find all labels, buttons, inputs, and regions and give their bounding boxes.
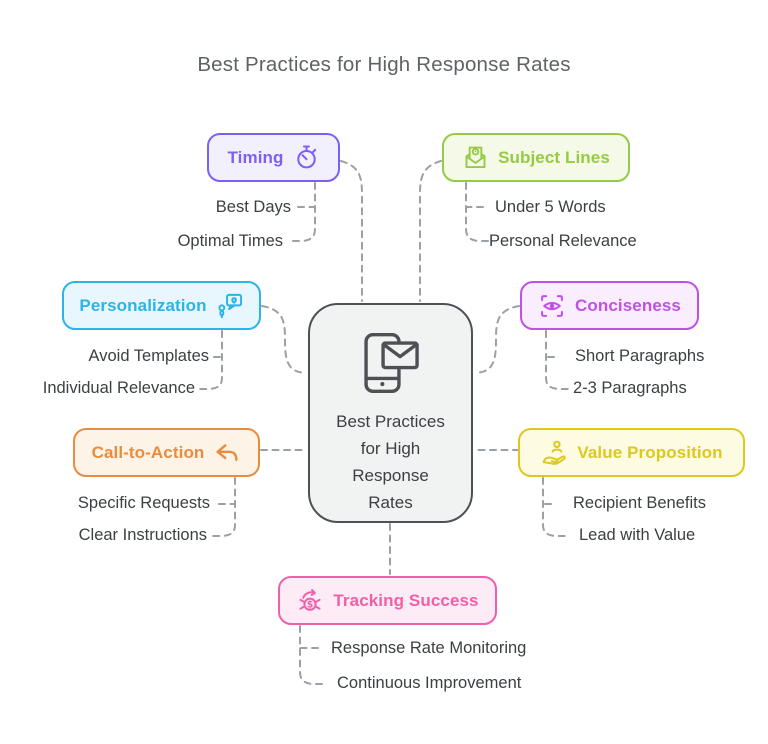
sublabel-short-paragraphs: Short Paragraphs (575, 347, 705, 365)
branch-label-conciseness: Conciseness (575, 295, 681, 315)
reply-arrow-icon (213, 439, 241, 467)
branch-label-tracking-success: Tracking Success (333, 590, 479, 610)
branch-node-value-proposition: Value Proposition (518, 428, 745, 477)
hand-person-icon (540, 439, 568, 467)
person-chat-heart-icon (216, 292, 244, 320)
stopwatch-icon (293, 144, 320, 171)
sublabel-continuous-improvement: Continuous Improvement (337, 674, 522, 692)
branch-label-personalization: Personalization (79, 295, 207, 315)
branch-node-personalization: Personalization (62, 281, 261, 330)
sublabel-personal-relevance: Personal Relevance (489, 232, 637, 250)
sublabel-2-3-paragraphs: 2-3 Paragraphs (573, 379, 687, 397)
sublabel-best-days: Best Days (215, 198, 291, 216)
sublabel-lead-with-value: Lead with Value (579, 526, 696, 544)
mail-user-icon (462, 144, 489, 171)
phone-mail-icon (354, 329, 428, 402)
page-title: Best Practices for High Response Rates (197, 53, 571, 76)
svg-text:$: $ (307, 599, 314, 610)
branch-node-tracking-success: $ Tracking Success (278, 576, 497, 625)
sublabel-optimal-times: Optimal Times (177, 232, 283, 250)
central-node-label: Best Practices for High Response Rates (336, 412, 445, 512)
eye-scan-icon (538, 292, 566, 320)
branch-label-value-proposition: Value Proposition (577, 442, 723, 462)
central-node: Best Practices for High Response Rates (308, 303, 473, 523)
money-cycle-icon: $ (296, 587, 324, 615)
sublabel-under-5-words: Under 5 Words (495, 198, 606, 216)
branch-node-subject-lines: Subject Lines (442, 133, 630, 182)
branch-node-conciseness: Conciseness (520, 281, 699, 330)
branch-label-timing: Timing (227, 147, 284, 167)
branch-node-timing: Timing (207, 133, 340, 182)
sublabel-response-rate-monitoring: Response Rate Monitoring (331, 639, 527, 657)
branch-label-subject-lines: Subject Lines (498, 147, 610, 167)
sublabel-avoid-templates: Avoid Templates (88, 347, 209, 365)
sublabel-individual-relevance: Individual Relevance (42, 379, 195, 397)
branch-node-call-to-action: Call-to-Action (73, 428, 260, 477)
sublabel-specific-requests: Specific Requests (77, 494, 210, 512)
branch-label-call-to-action: Call-to-Action (91, 442, 205, 462)
sublabel-recipient-benefits: Recipient Benefits (573, 494, 706, 512)
sublabel-clear-instructions: Clear Instructions (78, 526, 207, 544)
